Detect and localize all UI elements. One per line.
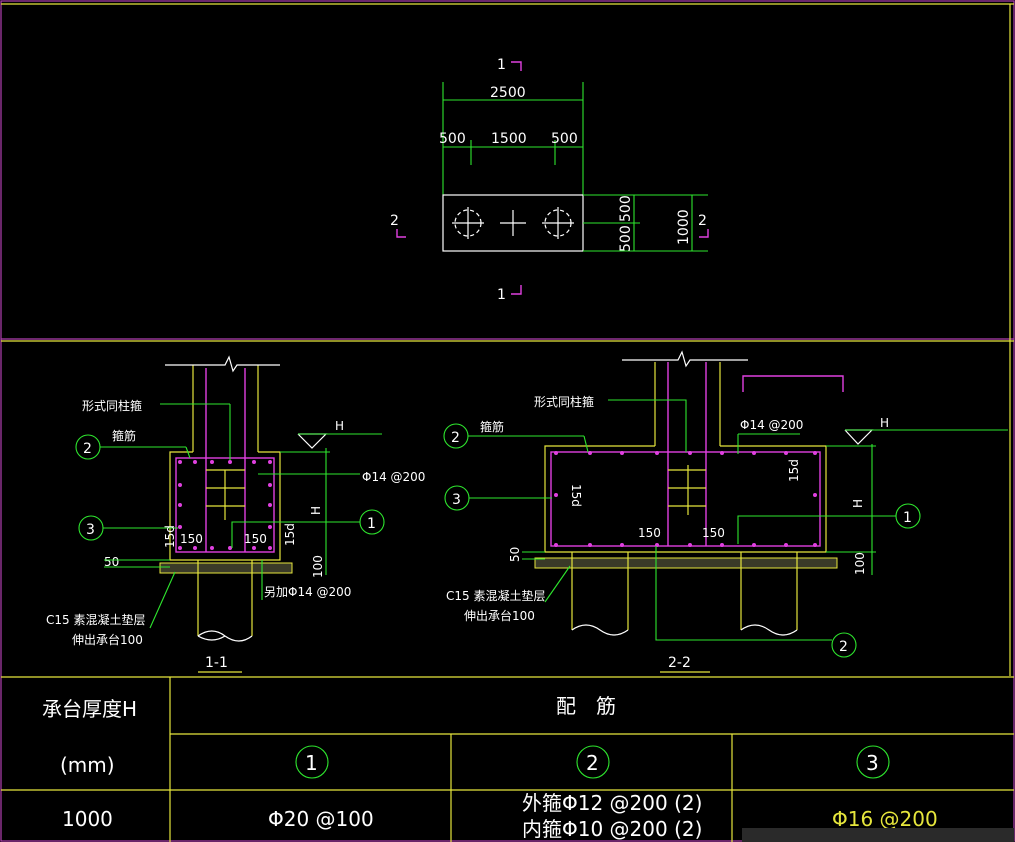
s1-elevation-triangle: [297, 433, 328, 449]
table-header-thickness: 承台厚度H: [42, 697, 137, 721]
s2-callout-2-bottom: 2: [839, 639, 848, 655]
s2-dim-15d-right: 15d: [787, 459, 801, 482]
s1-callout-3: 3: [86, 522, 95, 538]
s2-label-cushion-a: C15 素混凝土垫层: [446, 588, 545, 603]
plan-dim-side-a: 500: [618, 195, 634, 222]
s2-leader-cushion: [544, 565, 571, 603]
s1-dim-100: 100: [311, 555, 325, 578]
s1-label-bar-top: Φ14 @200: [362, 470, 425, 484]
s2-label-column: 形式同柱箍: [534, 394, 594, 409]
s2-title: 2-2: [668, 655, 691, 671]
s1-dim-left: 150: [180, 532, 203, 546]
s2-dim-100: 100: [853, 552, 867, 575]
plan-dim-mid: 1500: [491, 131, 527, 147]
s1-callout-1: 1: [367, 516, 376, 532]
s1-dim-15d-right: 15d: [283, 523, 297, 546]
s2-leader-stirrup-tick: [583, 435, 589, 453]
plan-section-arrow-top: [511, 61, 522, 71]
s2-dim-15d-left: 15d: [569, 484, 583, 507]
s1-title: 1-1: [205, 655, 228, 671]
plan-view: 1 1 2 2 2500 500 1500 500: [390, 57, 709, 303]
s2-label-stirrup: 箍筋: [480, 419, 504, 434]
table-row-thickness: 1000: [62, 807, 113, 831]
s1-label-stirrup: 箍筋: [112, 428, 136, 443]
section-2-2: 形式同柱箍 箍筋 2 3 Φ14 @200 1 2 150 150 15d 15…: [443, 350, 1008, 673]
s2-leader-2-bottom: [655, 546, 832, 641]
plan-dim-left: 500: [439, 131, 466, 147]
s1-leader-1: [231, 521, 360, 548]
s2-callout-2-top: 2: [451, 430, 460, 446]
status-strip[interactable]: [742, 828, 1014, 842]
table-row-cell-2-line2: 内箍Φ10 @200 (2): [522, 817, 702, 841]
plan-section-mark-top: 1: [497, 57, 506, 73]
s2-callout-3: 3: [452, 492, 461, 508]
plan-dim-side-b: 500: [618, 225, 634, 252]
table-col-3-circle: [856, 745, 890, 779]
plan-section-mark-right: 2: [698, 213, 707, 229]
s2-cap-outline: [544, 445, 827, 553]
s2-pile-left-break: [571, 624, 629, 636]
s1-cushion-layer: [159, 562, 293, 574]
table-col-3: 3: [866, 751, 879, 775]
plan-dim-total: 2500: [490, 85, 526, 101]
s2-dim-left: 150: [638, 526, 661, 540]
s1-elevation-h: H: [335, 419, 344, 433]
s1-leader-cushion: [149, 571, 176, 629]
plan-section-mark-bottom: 1: [497, 287, 506, 303]
s2-rebar-dots: [554, 451, 817, 547]
s2-leader-column: [608, 399, 687, 452]
table-row-cell-3: Φ16 @200: [832, 807, 938, 831]
s1-dim-50: 50: [104, 555, 119, 569]
s1-break-line: [165, 355, 280, 373]
table-row-cell-1: Φ20 @100: [268, 807, 374, 831]
table-col-1: 1: [305, 751, 318, 775]
plan-dim-height: 1000: [676, 209, 692, 245]
s1-rebar-dots: [178, 460, 272, 550]
table-header-unit: (mm): [60, 753, 115, 777]
s1-leader-stirrup-tick: [185, 446, 191, 459]
s1-pile-break-2: [197, 635, 226, 641]
s2-leader-1: [737, 515, 896, 544]
s1-label-extra-bar: 另加Φ14 @200: [264, 585, 351, 599]
plan-section-arrow-bottom: [511, 285, 522, 295]
table-col-1-circle: [295, 745, 329, 779]
s2-label-bar-top: Φ14 @200: [740, 418, 803, 432]
s1-stirrup-outer: [175, 457, 275, 553]
s2-label-cushion-b: 伸出承台100: [464, 608, 535, 623]
table-col-2-circle: [576, 745, 610, 779]
s2-dim-50: 50: [508, 547, 522, 562]
s1-cap-outline: [169, 451, 281, 561]
s1-label-column: 形式同柱箍: [82, 398, 142, 413]
table-header-reinforcement: 配 筋: [556, 694, 616, 718]
s1-dim-right: 150: [244, 532, 267, 546]
s2-section-bracket: [742, 375, 844, 392]
s2-elevation-h: H: [880, 416, 889, 430]
plan-section-arrow-right: [699, 229, 709, 238]
table-row-cell-2-line1: 外箍Φ12 @200 (2): [522, 791, 702, 815]
s1-label-cushion-b: 伸出承台100: [72, 632, 143, 647]
s2-callout-2-bottom-circle: [831, 632, 857, 658]
s2-stirrup-outer: [550, 451, 821, 547]
s1-callout-2: 2: [83, 441, 92, 457]
s2-cushion-layer: [534, 557, 838, 569]
plan-dim-right: 500: [551, 131, 578, 147]
s2-pile-right-break: [740, 624, 798, 636]
s2-break-line: [622, 350, 748, 368]
s2-dim-h: H: [851, 499, 865, 508]
table-col-2: 2: [586, 751, 599, 775]
s1-dim-15d-left: 15d: [163, 525, 177, 548]
s2-dim-right: 150: [702, 526, 725, 540]
s2-elevation-triangle: [844, 429, 874, 445]
s1-label-cushion-a: C15 素混凝土垫层: [46, 612, 145, 627]
plan-section-mark-left: 2: [390, 213, 399, 229]
section-1-1: 形式同柱箍 箍筋 2 3 Φ14 @200 1 150 150 15d 15d …: [46, 355, 425, 673]
plan-section-arrow-left: [396, 229, 406, 238]
rebar-table: 承台厚度H (mm) 配 筋 1 2 3 1000 Φ20 @100 外箍Φ12…: [1, 676, 1014, 842]
s1-dim-h: H: [309, 506, 323, 515]
s2-callout-1: 1: [903, 510, 912, 526]
